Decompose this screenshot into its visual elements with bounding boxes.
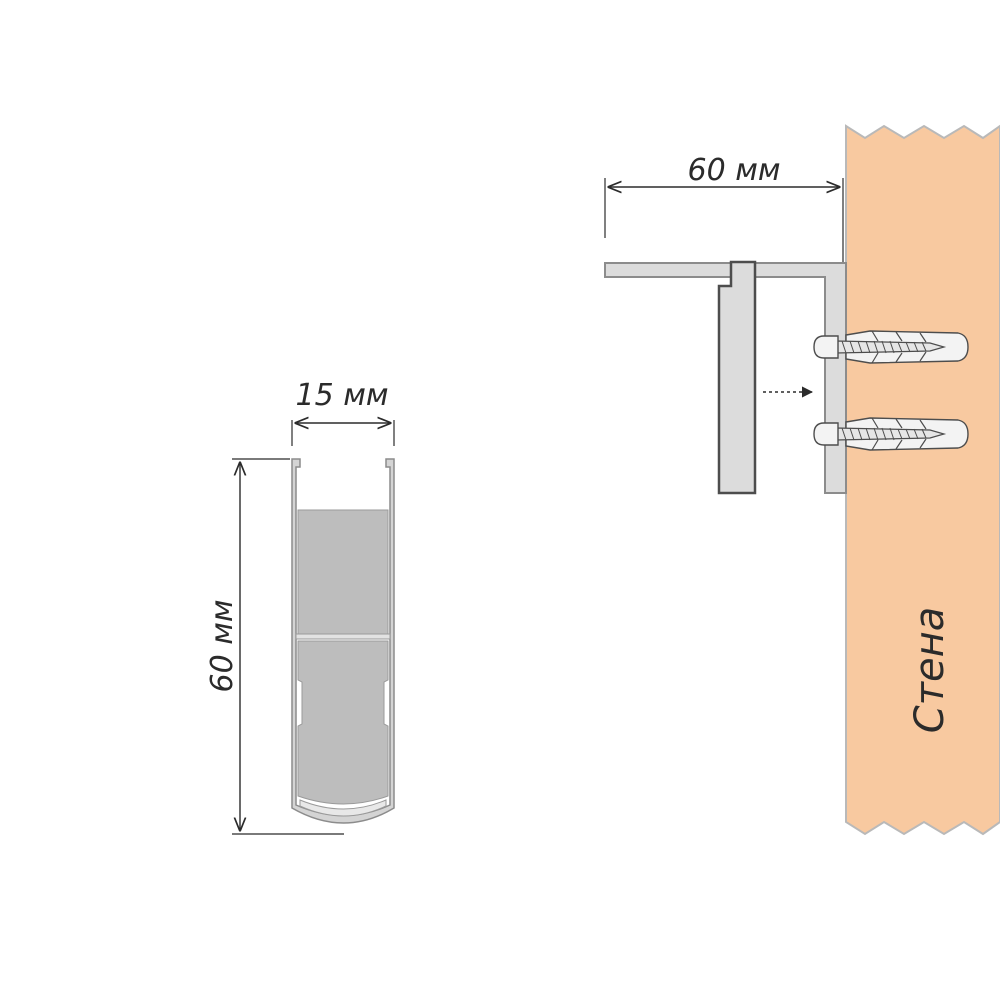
- hanging-profile: [717, 260, 757, 495]
- dimension-label-profile-width: 15 мм: [296, 378, 389, 413]
- wall: Стена: [845, 124, 1000, 836]
- wall-label: Стена: [907, 607, 953, 734]
- bracket-l-profile: [604, 262, 847, 494]
- dimension-profile-width: 15 мм: [291, 378, 395, 446]
- profile-cross-section: [291, 458, 395, 824]
- wall-body: [845, 124, 1000, 836]
- profile-bottom-lip: [299, 799, 387, 817]
- dimension-label-top-width: 60 мм: [688, 153, 781, 188]
- profile-upper-insert: [297, 509, 389, 635]
- screw-anchor-bottom: [813, 417, 969, 451]
- screw-head: [813, 422, 839, 446]
- screw-head: [813, 335, 839, 359]
- screw-anchor-top: [813, 330, 969, 364]
- profile-lower-insert: [297, 640, 389, 805]
- dimension-top-width: 60 мм: [604, 153, 844, 262]
- wall-bracket: [604, 260, 847, 495]
- dimension-profile-height: 60 мм: [205, 458, 344, 835]
- profile-separator: [295, 633, 391, 640]
- dimension-label-profile-height: 60 мм: [205, 600, 240, 693]
